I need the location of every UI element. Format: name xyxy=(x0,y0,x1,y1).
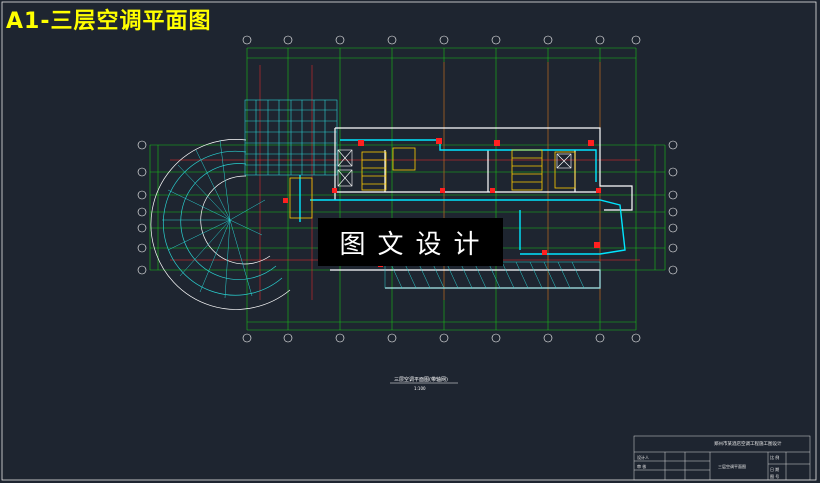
axis-bubbles xyxy=(137,35,678,343)
title-block-grid xyxy=(633,435,811,481)
skylight-grid xyxy=(244,99,338,176)
watermark-text: 图文设计 xyxy=(339,229,492,260)
title-block-sheet-name: 三层空调平面图 xyxy=(718,464,746,469)
stair-cores xyxy=(289,147,576,219)
sheet-title: A1-三层空调平面图 xyxy=(6,9,212,34)
drawing-caption: 三层空调平面图(带轴网) xyxy=(394,377,448,383)
rotunda xyxy=(150,139,291,310)
title-block-date-label: 日 期 xyxy=(770,467,780,472)
drawing-scale: 1:100 xyxy=(414,386,426,391)
watermark-badge: 图文设计 xyxy=(318,218,503,266)
red-centerlines xyxy=(170,62,640,300)
elevator-shafts xyxy=(337,149,572,187)
axis-grid xyxy=(149,47,666,331)
duct-runs xyxy=(299,139,626,255)
title-block-designer-label: 设计人 xyxy=(637,455,649,460)
title-block-sheet-no-label: 图 号 xyxy=(770,474,780,479)
title-block-checker-label: 审 核 xyxy=(637,464,647,469)
title-block-project: 郑州市某酒店空调工程施工图设计 xyxy=(714,442,782,447)
title-block-scale-label: 比 例 xyxy=(770,455,780,460)
